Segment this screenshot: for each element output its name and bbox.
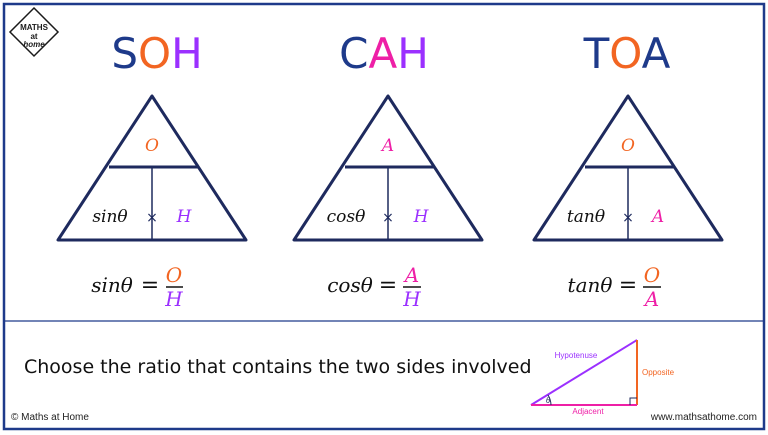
mnemonic-letter: O: [609, 29, 641, 78]
maths-at-home-logo: MATHS at home: [8, 6, 60, 58]
mnemonic-letter: H: [171, 29, 203, 78]
column-cah: CAH A cosθ × H cosθ = A H: [292, 29, 484, 311]
reference-right-triangle: θ Hypotenuse Opposite Adjacent: [530, 339, 675, 416]
theta-label: θ: [546, 396, 551, 405]
mnemonic-letter: T: [583, 29, 610, 78]
mnemonic-letter: O: [138, 29, 171, 78]
logo-line-2: at: [30, 32, 37, 41]
multiply-sign: ×: [146, 210, 158, 226]
hypotenuse-side: [530, 339, 638, 406]
instruction-text: Choose the ratio that contains the two s…: [24, 356, 532, 378]
triangle-right-letter: A: [650, 207, 664, 227]
mnemonic-letter: C: [339, 29, 368, 78]
mnemonic-letter: A: [369, 29, 398, 78]
logo-diamond: [8, 6, 60, 58]
column-toa: TOA O tanθ × A tanθ = O A: [532, 29, 724, 311]
website-url: www.mathsathome.com: [650, 412, 757, 423]
formula-numerator: A: [403, 263, 419, 287]
formula-denominator: A: [643, 287, 659, 311]
multiply-sign: ×: [622, 210, 634, 226]
copyright-text: © Maths at Home: [11, 412, 89, 423]
opposite-label: Opposite: [642, 368, 675, 377]
mnemonic-letter: S: [111, 29, 138, 78]
triangle-right-letter: H: [413, 207, 430, 227]
triangle-top-letter: O: [621, 136, 635, 156]
formula-denominator: H: [164, 287, 183, 311]
column-soh: SOH O sinθ × H sinθ = O H: [56, 29, 248, 311]
logo-line-1: MATHS: [20, 23, 49, 32]
formula-numerator: O: [644, 263, 660, 287]
mnemonic-letter: H: [397, 29, 429, 78]
formula-lhs: tanθ: [568, 273, 613, 297]
formula-lhs: sinθ: [91, 273, 133, 297]
hypotenuse-label: Hypotenuse: [555, 351, 598, 360]
mnemonic-toa: TOA: [583, 29, 671, 78]
formula-equals: =: [619, 273, 637, 298]
logo-line-3: home: [23, 40, 45, 49]
formula-denominator: H: [402, 287, 421, 311]
mnemonic-letter: A: [642, 29, 671, 78]
formula-numerator: O: [166, 263, 182, 287]
mnemonic-cah: CAH: [339, 29, 429, 78]
angle-arc: [547, 394, 552, 406]
formula-equals: =: [379, 273, 397, 298]
triangle-right-letter: H: [176, 207, 193, 227]
multiply-sign: ×: [382, 210, 394, 226]
triangle-function-label: sinθ: [92, 207, 127, 227]
triangle-function-label: cosθ: [327, 207, 366, 227]
adjacent-label: Adjacent: [572, 407, 604, 416]
mnemonic-soh: SOH: [111, 29, 202, 78]
triangle-function-label: tanθ: [567, 207, 605, 227]
triangle-top-letter: O: [145, 136, 159, 156]
right-angle-marker: [629, 397, 637, 405]
formula-equals: =: [141, 273, 159, 298]
triangle-top-letter: A: [380, 136, 394, 156]
formula-lhs: cosθ: [327, 273, 373, 297]
